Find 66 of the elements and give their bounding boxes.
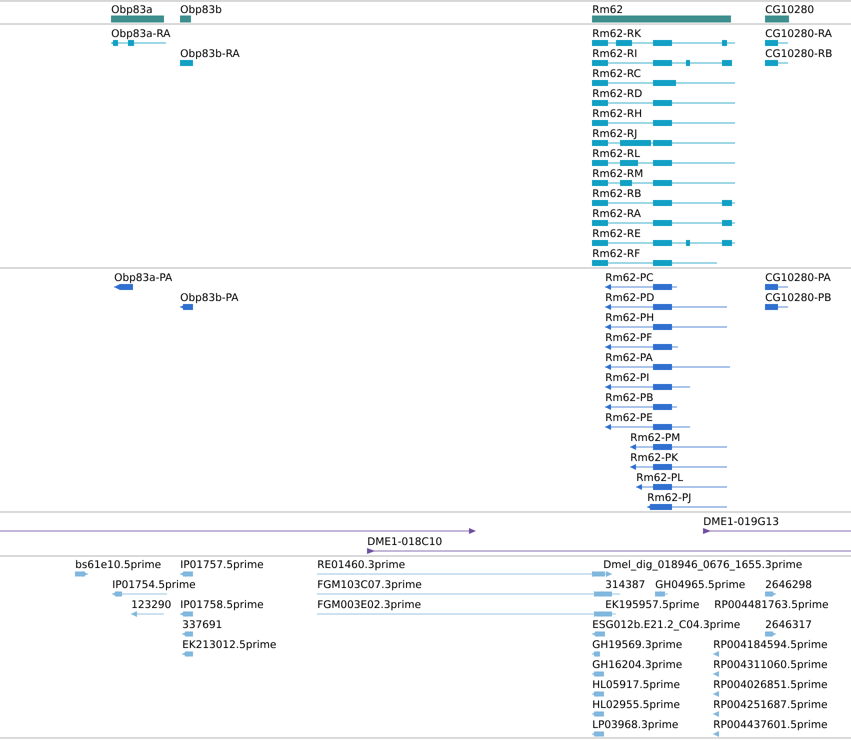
feature-label: Obp83b-RA <box>180 49 240 60</box>
feature-label: Rm62-PE <box>606 413 652 422</box>
feature-label: ESG012b.E21.2_C04.3prime <box>593 620 740 630</box>
feature-label: FGM003E02.3prime <box>318 600 420 610</box>
feature-label: RP004026851.5prime <box>714 680 827 690</box>
feature-label: Rm62-RF <box>593 249 640 258</box>
feature-label: 2646298 <box>766 580 812 588</box>
feature-label: Obp83a-RA <box>112 29 170 40</box>
feature-label: Rm62 <box>593 5 622 14</box>
feature-label: GH16204.3prime <box>592 660 682 670</box>
feature-label: RP004437601.5prime <box>714 720 827 730</box>
feature-label: Rm62-RI <box>593 49 636 58</box>
feature-label: IP01758.5prime <box>181 600 264 610</box>
feature-label: Rm62-RA <box>593 209 641 218</box>
feature-label: CG10280-PA <box>766 273 831 282</box>
feature-label: Rm62-RJ <box>593 129 636 140</box>
feature-label: GH04965.5prime <box>656 580 745 590</box>
feature-label: Rm62-RC <box>593 69 640 78</box>
feature-label: FGM103C07.3prime <box>318 580 422 590</box>
feature-label: IP01757.5prime <box>181 560 264 570</box>
feature-label: LP03968.3prime <box>593 720 678 730</box>
feature-label: Obp83b <box>180 5 222 16</box>
feature-label: DME1-019G13 <box>704 517 778 526</box>
feature-label: bs61e10.5prime <box>76 560 161 570</box>
feature-label: RP004311060.5prime <box>714 660 827 670</box>
feature-label: Rm62-PJ <box>648 493 690 504</box>
feature-label: EK195957.5prime <box>606 600 699 610</box>
feature-label: Rm62-PM <box>631 433 680 442</box>
feature-label: CG10280-PB <box>766 293 831 302</box>
feature-label: HL05917.5prime <box>593 680 680 690</box>
feature-label: Obp83a <box>112 5 152 16</box>
feature-label: IP01754.5prime <box>113 580 196 590</box>
feature-label: Rm62-RH <box>593 109 642 118</box>
feature-label: Rm62-PC <box>606 273 653 282</box>
feature-label: Rm62-RD <box>593 89 642 98</box>
feature-label: Rm62-RE <box>593 229 640 238</box>
feature-label: DME1-018C10 <box>368 537 442 546</box>
feature-label: 337691 <box>183 620 222 628</box>
feature-label: Rm62-RK <box>593 29 642 38</box>
feature-label: Rm62-RM <box>593 169 642 178</box>
feature-label: Rm62-PK <box>631 453 678 462</box>
feature-label: RE01460.3prime <box>318 560 405 570</box>
feature-label: Rm62-PL <box>637 473 683 482</box>
feature-label: Rm62-PH <box>606 313 654 322</box>
feature-label: Rm62-PF <box>606 333 652 342</box>
feature-label: Rm62-PA <box>606 353 653 362</box>
feature-label: 123290 <box>132 600 171 608</box>
feature-label: HL02955.5prime <box>593 700 680 710</box>
feature-label: Rm62-RB <box>593 189 641 198</box>
feature-label: RP004251687.5prime <box>714 700 827 710</box>
feature-label: Rm62-PB <box>606 393 653 402</box>
feature-label: Obp83a-PA <box>114 273 172 284</box>
feature-label: Rm62-PD <box>606 293 654 302</box>
feature-label: Rm62-RL <box>593 149 640 158</box>
feature-label: Rm62-PI <box>606 373 648 382</box>
feature-label: 2646317 <box>766 620 812 628</box>
feature-label: CG10280-RA <box>766 29 832 38</box>
feature-label: RP004184594.5prime <box>714 640 827 650</box>
feature-label: GH19569.3prime <box>592 640 682 650</box>
feature-label: RP004481763.5prime <box>715 600 828 610</box>
feature-label: Obp83b-PA <box>180 293 238 304</box>
feature-label: CG10280 <box>766 5 814 14</box>
feature-label: CG10280-RB <box>766 49 832 58</box>
feature-label: Dmel_dig_018946_0676_1655.3prime <box>604 560 802 570</box>
feature-label: 314387 <box>606 580 644 588</box>
feature-label: EK213012.5prime <box>183 640 276 650</box>
